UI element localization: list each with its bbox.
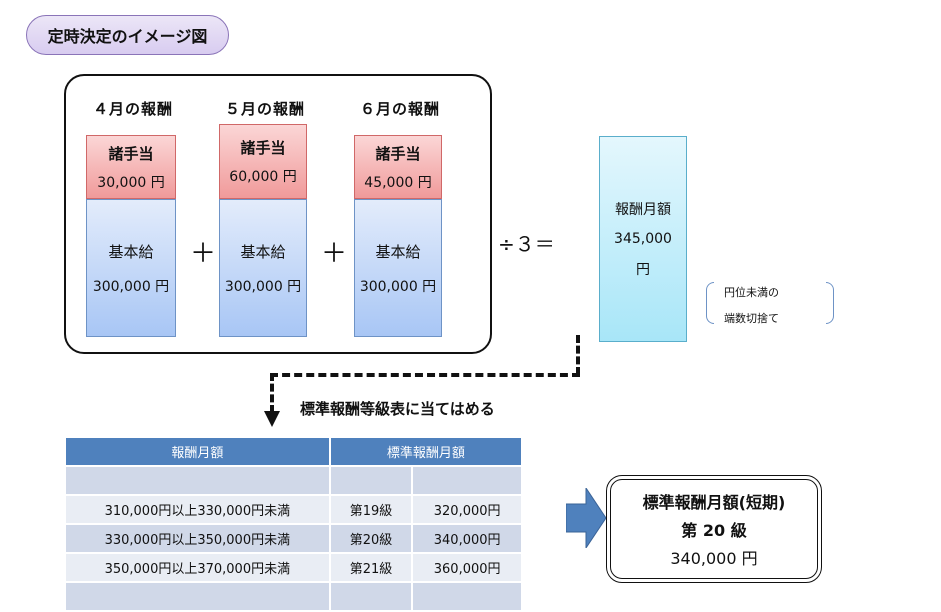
table-header-row: 報酬月額 標準報酬月額 <box>64 436 524 467</box>
table-row: 330,000円以上350,000円未満 第20級 340,000円 <box>64 523 523 554</box>
divide-by-three: ÷３＝ <box>498 232 555 256</box>
base-pay-block-april: 基本給 300,000 円 <box>86 199 176 337</box>
arrow-down-icon <box>264 411 280 427</box>
cell-amount <box>411 581 523 612</box>
table-row: 350,000円以上370,000円未満 第21級 360,000円 <box>64 552 523 583</box>
allowance-block-april: 諸手当 30,000 円 <box>86 135 176 199</box>
base-pay-block-june: 基本給 300,000 円 <box>354 199 442 337</box>
base-label: 基本給 <box>375 242 421 261</box>
cell-range: 310,000円以上330,000円未満 <box>64 494 331 525</box>
arrow-right-icon <box>566 488 606 548</box>
base-pay-block-may: 基本給 300,000 円 <box>219 199 307 337</box>
month-label-may: ５月の報酬 <box>224 100 305 118</box>
note-line-2: 端数切捨て <box>724 312 779 325</box>
result-title: 標準報酬月額(短期) <box>642 493 786 512</box>
plus-sign: ＋ <box>190 239 217 269</box>
allowance-value: 30,000 円 <box>97 174 165 191</box>
left-bracket-icon <box>706 282 714 324</box>
allowance-value: 45,000 円 <box>364 174 432 191</box>
base-label: 基本給 <box>108 242 154 261</box>
month-label-june: ６月の報酬 <box>359 100 440 118</box>
table-row <box>64 465 523 496</box>
cell-amount <box>411 465 523 496</box>
plus-sign: ＋ <box>321 239 348 269</box>
cell-range: 330,000円以上350,000円未満 <box>64 523 331 554</box>
dashed-connector <box>270 373 274 413</box>
allowance-label: 諸手当 <box>375 144 421 163</box>
apply-table-label: 標準報酬等級表に当てはめる <box>300 400 495 418</box>
table-row <box>64 581 523 612</box>
right-bracket-icon <box>826 282 834 324</box>
result-box: 標準報酬月額(短期) 第 20 級 340,000 円 <box>606 475 822 583</box>
base-value: 300,000 円 <box>224 278 302 295</box>
monthly-pay-group <box>64 74 492 354</box>
result-amount: 340,000 円 <box>670 549 758 568</box>
cell-grade: 第19級 <box>328 494 414 525</box>
cell-grade <box>328 581 414 612</box>
base-value: 300,000 円 <box>359 278 437 295</box>
base-label: 基本給 <box>240 242 286 261</box>
header-standard-pay: 標準報酬月額 <box>328 436 524 467</box>
cell-amount: 340,000円 <box>411 523 523 554</box>
result-grade: 第 20 級 <box>681 521 747 540</box>
allowance-label: 諸手当 <box>240 139 286 157</box>
cell-range: 350,000円以上370,000円未満 <box>64 552 331 583</box>
cell-range <box>64 465 331 496</box>
average-pay-box: 報酬月額 345,000 円 <box>599 136 687 342</box>
diagram-title: 定時決定のイメージ図 <box>26 15 229 55</box>
allowance-block-may: 諸手当 60,000 円 <box>219 124 307 199</box>
average-unit: 円 <box>636 262 650 278</box>
cell-grade: 第20級 <box>328 523 414 554</box>
average-label: 報酬月額 <box>615 202 671 218</box>
allowance-label: 諸手当 <box>108 144 154 163</box>
cell-range <box>64 581 331 612</box>
table-row: 310,000円以上330,000円未満 第19級 320,000円 <box>64 494 523 525</box>
allowance-block-june: 諸手当 45,000 円 <box>354 135 442 199</box>
month-label-april: ４月の報酬 <box>92 100 173 118</box>
dashed-connector <box>576 335 580 375</box>
allowance-value: 60,000 円 <box>229 169 297 185</box>
base-value: 300,000 円 <box>92 278 170 295</box>
grade-table: 報酬月額 標準報酬月額 310,000円以上330,000円未満 第19級 32… <box>64 436 524 612</box>
dashed-connector <box>270 373 580 377</box>
cell-grade <box>328 465 414 496</box>
rounding-note: 円位未満の 端数切捨て <box>706 282 834 326</box>
note-line-1: 円位未満の <box>724 286 779 299</box>
cell-amount: 320,000円 <box>411 494 523 525</box>
cell-amount: 360,000円 <box>411 552 523 583</box>
header-monthly-pay: 報酬月額 <box>64 436 331 467</box>
cell-grade: 第21級 <box>328 552 414 583</box>
average-value: 345,000 <box>614 231 672 247</box>
